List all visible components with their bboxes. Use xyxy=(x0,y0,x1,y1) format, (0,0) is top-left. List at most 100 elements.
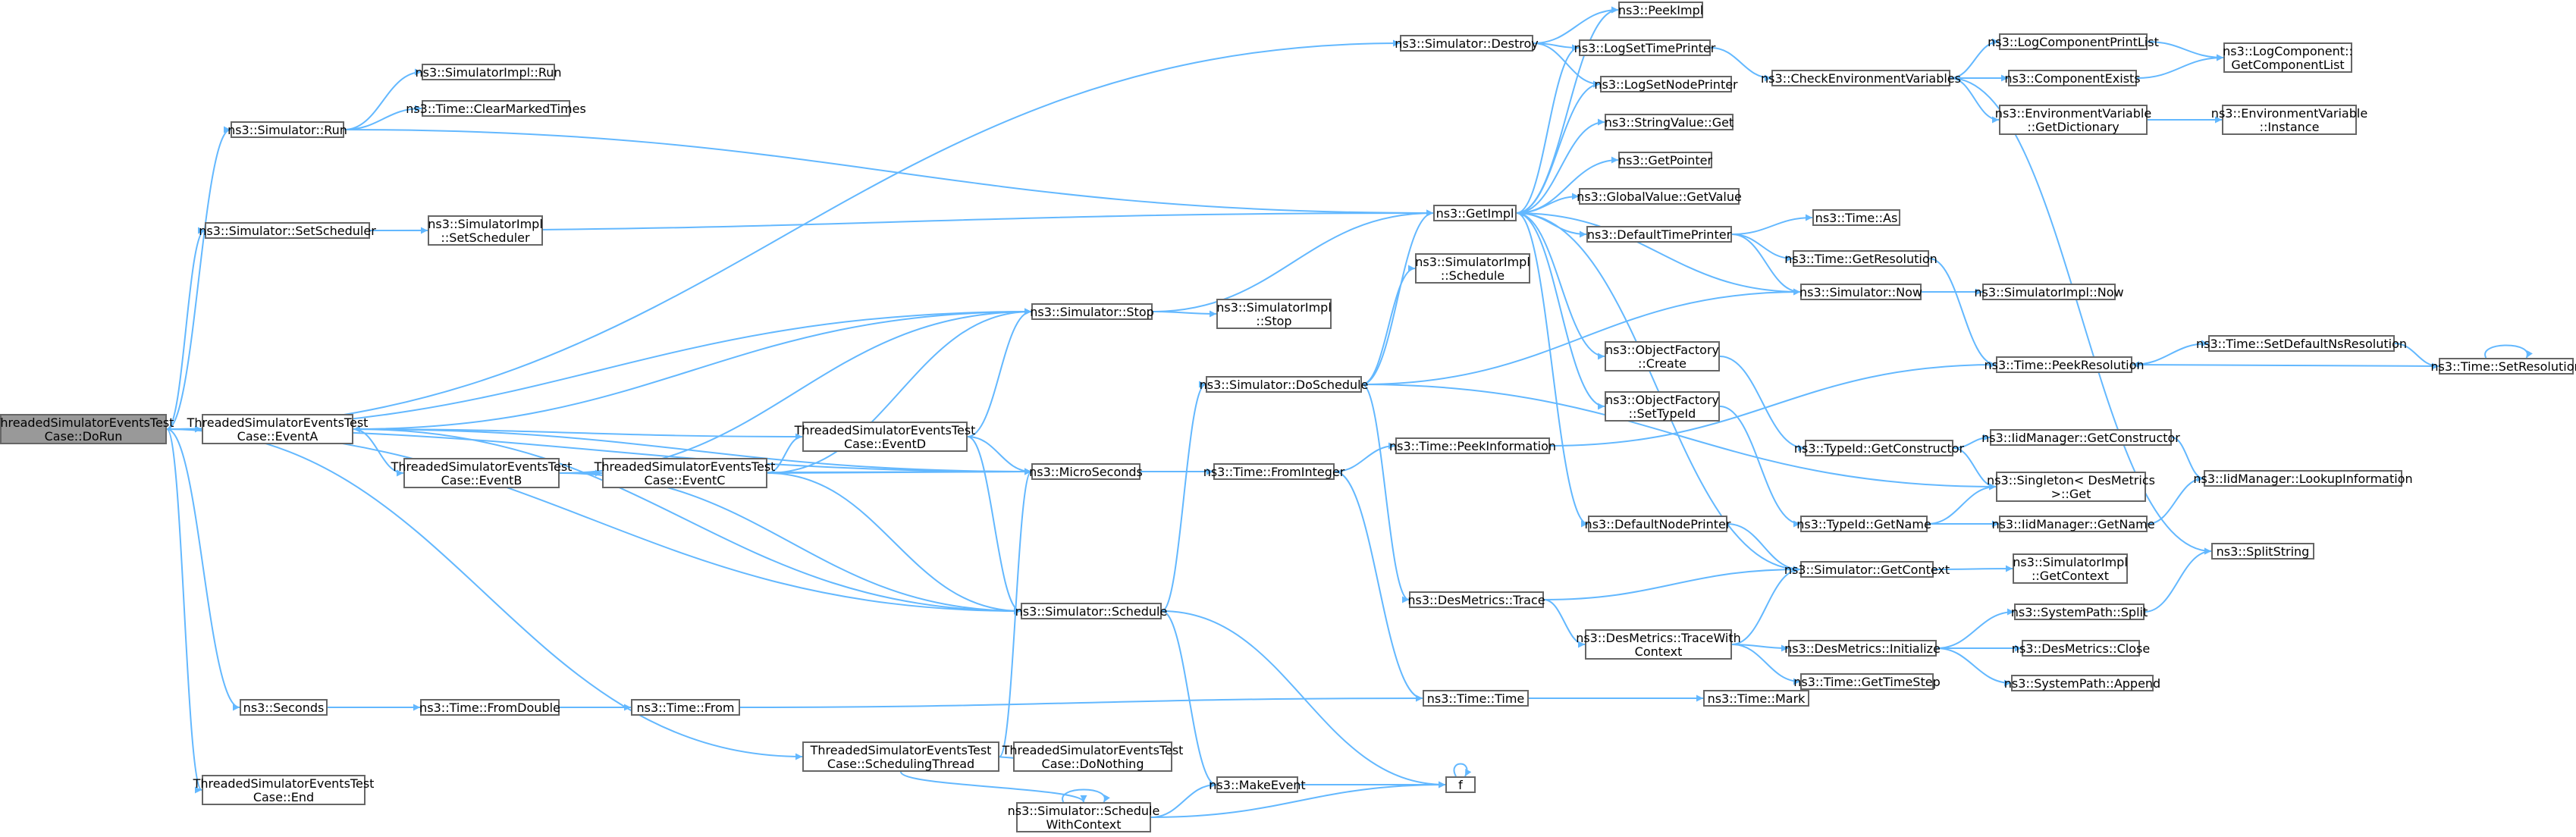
node-timeMark[interactable]: ns3::Time::Mark xyxy=(1703,690,1809,707)
node-defNodePrinter[interactable]: ns3::DefaultNodePrinter xyxy=(1585,516,1731,532)
node-envGetDict[interactable]: ns3::EnvironmentVariable::GetDictionary xyxy=(1995,105,2151,135)
node-setScheduler[interactable]: ns3::Simulator::SetScheduler xyxy=(199,222,376,239)
node-implNow[interactable]: ns3::SimulatorImpl::Now xyxy=(1974,284,2124,300)
node-label: Case::DoRun xyxy=(45,429,123,444)
node-iidGetName[interactable]: ns3::IidManager::GetName xyxy=(1991,516,2155,532)
node-label: ns3::LogComponentPrintList xyxy=(1988,35,2159,49)
node-sysSplit[interactable]: ns3::SystemPath::Split xyxy=(2011,603,2148,620)
node-getRes[interactable]: ns3::Time::GetResolution xyxy=(1784,250,1937,267)
node-schedule[interactable]: ns3::Simulator::Schedule xyxy=(1015,603,1168,619)
call-edge-trace-simGetCtx xyxy=(1543,566,1801,600)
call-edge-doSchedule-simNow xyxy=(1361,288,1801,385)
node-simRun[interactable]: ns3::Simulator::Run xyxy=(227,121,347,138)
node-globalGet[interactable]: ns3::GlobalValue::GetValue xyxy=(1577,188,1742,205)
node-sysAppend[interactable]: ns3::SystemPath::Append xyxy=(2004,675,2160,691)
node-splitString[interactable]: ns3::SplitString xyxy=(2211,543,2314,560)
node-getPointer[interactable]: ns3::GetPointer xyxy=(1618,152,1713,168)
node-box xyxy=(428,215,543,246)
node-defTimePrinter[interactable]: ns3::DefaultTimePrinter xyxy=(1586,226,1732,243)
node-singletonGet[interactable]: ns3::Singleton< DesMetrics>::Get xyxy=(1987,472,2155,502)
node-timeTime[interactable]: ns3::Time::Time xyxy=(1423,690,1529,707)
node-doSchedule[interactable]: ns3::Simulator::DoSchedule xyxy=(1200,376,1369,393)
node-stop[interactable]: ns3::Simulator::Stop xyxy=(1030,303,1154,320)
node-dmInit[interactable]: ns3::DesMetrics::Initialize xyxy=(1784,640,1941,657)
node-box xyxy=(1703,690,1809,707)
node-iidGetCtor[interactable]: ns3::IidManager::GetConstructor xyxy=(1981,429,2180,446)
node-label: ns3::DesMetrics::TraceWith xyxy=(1576,631,1741,645)
node-implSetScheduler[interactable]: ns3::SimulatorImpl::SetScheduler xyxy=(428,215,543,246)
node-checkEnv[interactable]: ns3::CheckEnvironmentVariables xyxy=(1761,70,1961,86)
node-peekInfo[interactable]: ns3::Time::PeekInformation xyxy=(1389,437,1556,454)
node-box xyxy=(1800,561,1934,578)
call-edge-getImpl-logSetNode xyxy=(1516,80,1601,214)
node-label: ns3::SimulatorImpl xyxy=(428,217,543,231)
node-box xyxy=(2008,70,2137,86)
node-clearMarked[interactable]: ns3::Time::ClearMarkedTimes xyxy=(406,100,586,117)
node-typeGetName[interactable]: ns3::TypeId::GetName xyxy=(1796,516,1931,532)
node-label: ns3::EnvironmentVariable xyxy=(1995,106,2151,121)
node-simImplRun[interactable]: ns3::SimulatorImpl::Run xyxy=(415,64,562,80)
node-schedThread[interactable]: ThreadedSimulatorEventsTestCase::Schedul… xyxy=(802,741,999,772)
node-box xyxy=(1579,39,1711,56)
node-implStop[interactable]: ns3::SimulatorImpl::Stop xyxy=(1216,299,1332,329)
node-envInstance[interactable]: ns3::EnvironmentVariable::Instance xyxy=(2211,105,2367,135)
node-doNothing[interactable]: ThreadedSimulatorEventsTestCase::DoNothi… xyxy=(1002,741,1184,772)
node-f[interactable]: f xyxy=(1445,776,1476,793)
node-logSetTime[interactable]: ns3::LogSetTimePrinter xyxy=(1574,39,1716,56)
node-box xyxy=(1579,188,1740,205)
node-trace[interactable]: ns3::DesMetrics::Trace xyxy=(1407,591,1545,608)
call-edge-schedule-makeEvent xyxy=(1161,610,1217,788)
call-edge-root-stop xyxy=(166,308,1032,430)
node-label: Context xyxy=(1635,644,1683,659)
node-objCreate[interactable]: ns3::ObjectFactory::Create xyxy=(1605,341,1720,371)
node-label: ::Create xyxy=(1638,356,1686,371)
node-implSchedule[interactable]: ns3::SimulatorImpl::Schedule xyxy=(1415,253,1530,284)
node-logCompPrint[interactable]: ns3::LogComponentPrintList xyxy=(1988,33,2159,50)
node-makeEvent[interactable]: ns3::MakeEvent xyxy=(1209,776,1306,793)
node-box xyxy=(1605,114,1734,130)
node-micro[interactable]: ns3::MicroSeconds xyxy=(1029,463,1143,480)
node-from[interactable]: ns3::Time::From xyxy=(631,699,740,716)
node-box xyxy=(802,741,999,772)
call-edge-peekInfo-peekRes xyxy=(1549,361,1997,447)
call-edge-doSchedule-implSchedule xyxy=(1361,265,1416,385)
node-box xyxy=(2014,603,2145,620)
node-implGetCtx[interactable]: ns3::SimulatorImpl::GetContext xyxy=(2013,553,2128,584)
node-simDestroy[interactable]: ns3::Simulator::Destroy xyxy=(1395,35,1539,52)
node-getCtor[interactable]: ns3::TypeId::GetConstructor xyxy=(1794,440,1965,456)
node-label: ns3::DesMetrics::Trace xyxy=(1407,593,1545,607)
node-setDefNsRes[interactable]: ns3::Time::SetDefaultNsResolution xyxy=(2196,335,2407,352)
node-seconds[interactable]: ns3::Seconds xyxy=(240,699,328,716)
node-logGetCompList[interactable]: ns3::LogComponent::GetComponentList xyxy=(2223,42,2353,73)
node-iidLookup[interactable]: ns3::IidManager::LookupInformation xyxy=(2193,470,2413,487)
node-strGet[interactable]: ns3::StringValue::Get xyxy=(1605,114,1734,130)
call-edge-eventC-stop xyxy=(767,308,1032,474)
node-simGetCtx[interactable]: ns3::Simulator::GetContext xyxy=(1784,561,1950,578)
node-objSetTypeId[interactable]: ns3::ObjectFactory::SetTypeId xyxy=(1605,391,1720,422)
node-peekRes[interactable]: ns3::Time::PeekResolution xyxy=(1984,356,2145,373)
node-dmClose[interactable]: ns3::DesMetrics::Close xyxy=(2012,640,2150,657)
node-fromInteger[interactable]: ns3::Time::FromInteger xyxy=(1203,463,1345,480)
node-label: ThreadedSimulatorEventsTest xyxy=(187,415,369,430)
node-timeAs[interactable]: ns3::Time::As xyxy=(1812,209,1900,226)
node-label: ns3::Time::PeekInformation xyxy=(1389,439,1556,453)
node-label: ns3::Time::ClearMarkedTimes xyxy=(406,102,586,116)
node-peekImpl[interactable]: ns3::PeekImpl xyxy=(1618,2,1703,18)
node-setRes[interactable]: ns3::Time::SetResolution xyxy=(2430,358,2576,375)
node-logSetNode[interactable]: ns3::LogSetNodePrinter xyxy=(1594,76,1738,92)
node-compExists[interactable]: ns3::ComponentExists xyxy=(2004,70,2141,86)
node-simNow[interactable]: ns3::Simulator::Now xyxy=(1799,284,1922,300)
node-fromDouble[interactable]: ns3::Time::FromDouble xyxy=(419,699,560,716)
node-getTimeStep[interactable]: ns3::Time::GetTimeStep xyxy=(1793,673,1941,690)
node-label: ns3::TypeId::GetConstructor xyxy=(1794,441,1965,456)
node-getImpl[interactable]: ns3::GetImpl xyxy=(1433,205,1517,221)
